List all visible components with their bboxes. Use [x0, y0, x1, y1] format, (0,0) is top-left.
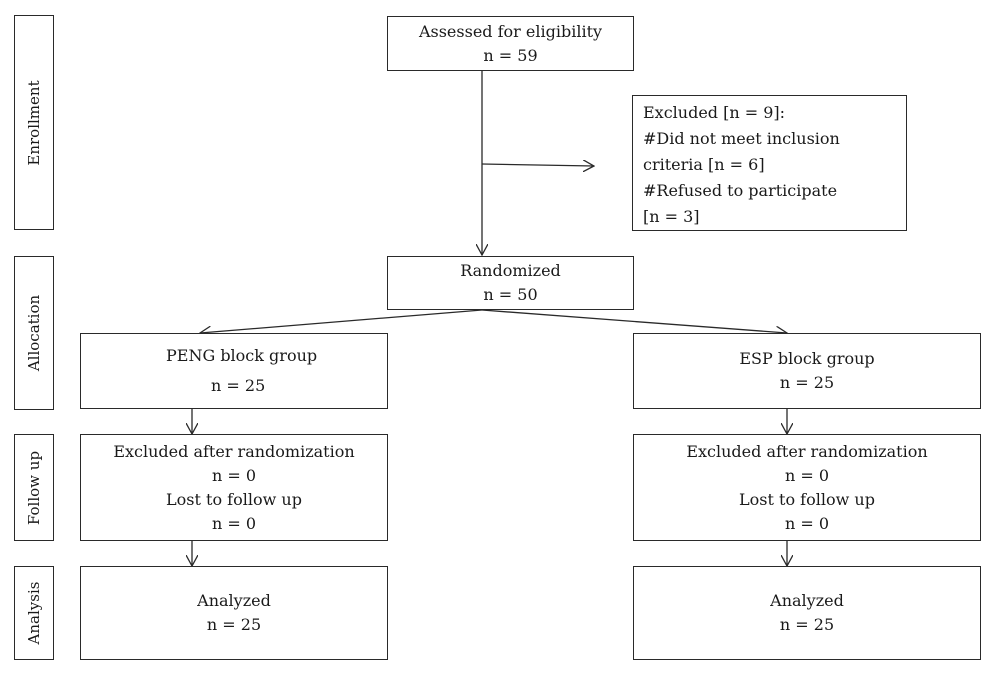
assessed-title: Assessed for eligibility [418, 21, 603, 41]
phase-allocation: Allocation [14, 256, 54, 410]
arrow-randomized-to-esp [481, 309, 787, 333]
phase-allocation-label: Allocation [25, 294, 43, 372]
peng-excluded-count: n = 0 [211, 465, 257, 485]
esp-analysis-title: Analyzed [770, 591, 844, 610]
assessed-box: Assessed for eligibility n = 59 [387, 16, 634, 71]
peng-lost-count: n = 0 [211, 513, 257, 533]
peng-analysis-count: n = 25 [206, 615, 262, 634]
excluded-inclusion-count: criteria [n = 6] [643, 155, 765, 174]
esp-analysis-count: n = 25 [779, 615, 835, 634]
esp-group-count: n = 25 [779, 373, 835, 392]
peng-group-title: PENG block group [166, 346, 318, 365]
arrow-randomized-to-peng [200, 309, 483, 333]
phase-follow-up-label: Follow up [25, 450, 43, 525]
esp-lost-count: n = 0 [784, 513, 830, 533]
excluded-inclusion-reason: #Did not meet inclusion [643, 129, 840, 148]
phase-follow-up: Follow up [14, 434, 54, 541]
esp-analysis-box: Analyzed n = 25 [633, 566, 981, 660]
phase-analysis-label: Analysis [25, 581, 43, 645]
assessed-count: n = 59 [483, 45, 538, 65]
arrow-to-excluded [481, 164, 594, 166]
peng-group-count: n = 25 [211, 376, 266, 395]
esp-lost-label: Lost to follow up [739, 489, 875, 509]
excluded-box: Excluded [n = 9]: #Did not meet inclusio… [632, 95, 907, 231]
excluded-total: Excluded [n = 9]: [643, 103, 786, 122]
phase-enrollment-label: Enrollment [25, 79, 43, 166]
peng-lost-label: Lost to follow up [166, 489, 302, 509]
peng-analysis-box: Analyzed n = 25 [80, 566, 388, 660]
excluded-refused-reason: #Refused to participate [643, 181, 838, 200]
esp-excluded-label: Excluded after randomization [686, 441, 928, 461]
esp-followup-box: Excluded after randomization n = 0 Lost … [633, 434, 981, 541]
randomized-box: Randomized n = 50 [387, 256, 634, 310]
randomized-title: Randomized [460, 261, 561, 280]
randomized-count: n = 50 [483, 285, 538, 304]
phase-analysis: Analysis [14, 566, 54, 660]
peng-followup-box: Excluded after randomization n = 0 Lost … [80, 434, 388, 541]
excluded-refused-count: [n = 3] [643, 207, 700, 226]
esp-group-title: ESP block group [739, 349, 875, 368]
esp-group-box: ESP block group n = 25 [633, 333, 981, 409]
phase-enrollment: Enrollment [14, 15, 54, 230]
peng-group-box: PENG block group n = 25 [80, 333, 388, 409]
esp-excluded-count: n = 0 [784, 465, 830, 485]
peng-analysis-title: Analyzed [197, 591, 271, 610]
peng-excluded-label: Excluded after randomization [113, 441, 355, 461]
